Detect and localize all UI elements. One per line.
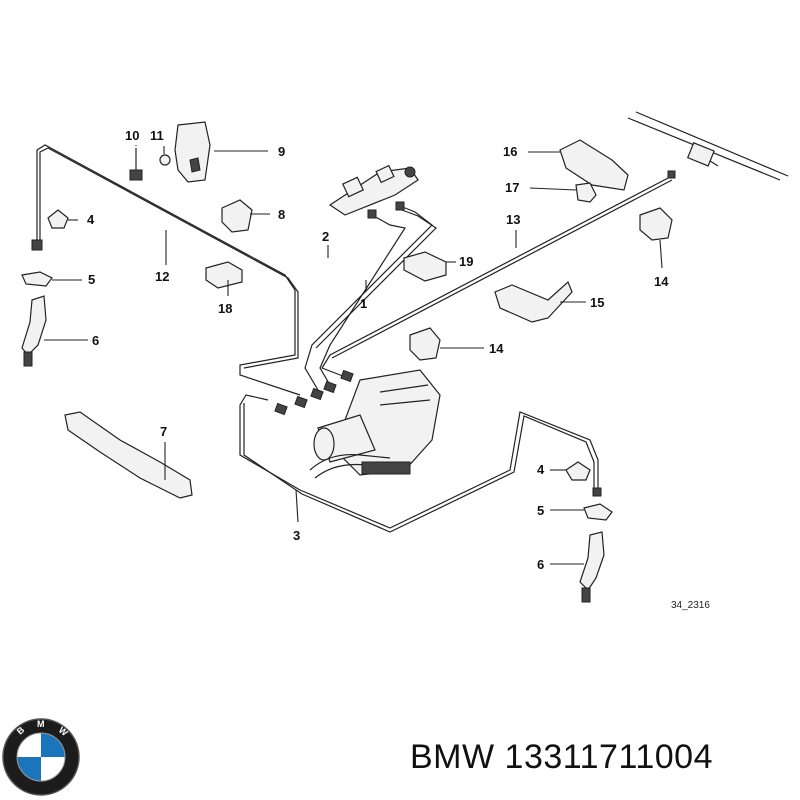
callout-11: 11 (150, 128, 164, 143)
master-cylinder (328, 164, 419, 219)
clip-part-8 (221, 199, 253, 233)
callout-5-right: 5 (537, 503, 544, 518)
callout-15: 15 (590, 295, 604, 310)
callout-4-left: 4 (87, 212, 95, 227)
callout-7: 7 (160, 424, 167, 439)
part-number-caption: BMW 13311711004 (410, 738, 713, 776)
clip-part-14-lower (409, 327, 441, 361)
callout-5-left: 5 (88, 272, 95, 287)
callout-2: 2 (322, 229, 329, 244)
holder-part-19 (403, 251, 447, 282)
brake-lines (31, 144, 676, 533)
svg-text:M: M (37, 719, 45, 729)
bracket-part-9 (129, 121, 211, 183)
grommet-part-17 (575, 182, 597, 203)
callout-4-right: 4 (537, 462, 545, 477)
callout-14-lower: 14 (489, 341, 504, 356)
clip-part-14-upper (639, 207, 673, 241)
cap-part-4-left (47, 209, 69, 229)
clip-part-5-left (21, 271, 53, 287)
guide-part-7 (64, 411, 193, 499)
holder-part-18 (205, 261, 243, 289)
callout-19: 19 (459, 254, 473, 269)
drawing-code: 34_2316 (671, 600, 710, 611)
callout-8: 8 (278, 207, 285, 222)
callout-3: 3 (293, 528, 300, 543)
callout-17: 17 (505, 180, 519, 195)
callout-labels: 1 2 3 4 4 5 5 6 6 7 8 9 10 11 12 13 14 1… (87, 128, 710, 611)
bracket-part-16 (559, 139, 629, 191)
clip-part-5-right (583, 503, 613, 521)
callout-1: 1 (360, 296, 367, 311)
leader-lines (44, 145, 663, 565)
callout-18: 18 (218, 301, 232, 316)
callout-10: 10 (125, 128, 139, 143)
hose-part-6-left (21, 295, 47, 367)
callout-9: 9 (278, 144, 285, 159)
callout-12: 12 (155, 269, 169, 284)
hose-part-6-right (579, 531, 605, 603)
bmw-logo: B M W (2, 718, 80, 796)
callout-16: 16 (503, 144, 517, 159)
callout-14-upper: 14 (654, 274, 669, 289)
svg-text:B: B (15, 724, 27, 736)
frame-rail (627, 111, 789, 181)
abs-hydraulic-unit (309, 369, 441, 479)
bracket-part-15 (494, 280, 573, 323)
callout-6-left: 6 (92, 333, 99, 348)
callout-6-right: 6 (537, 557, 544, 572)
cap-part-4-right (565, 461, 591, 481)
callout-13: 13 (506, 212, 520, 227)
